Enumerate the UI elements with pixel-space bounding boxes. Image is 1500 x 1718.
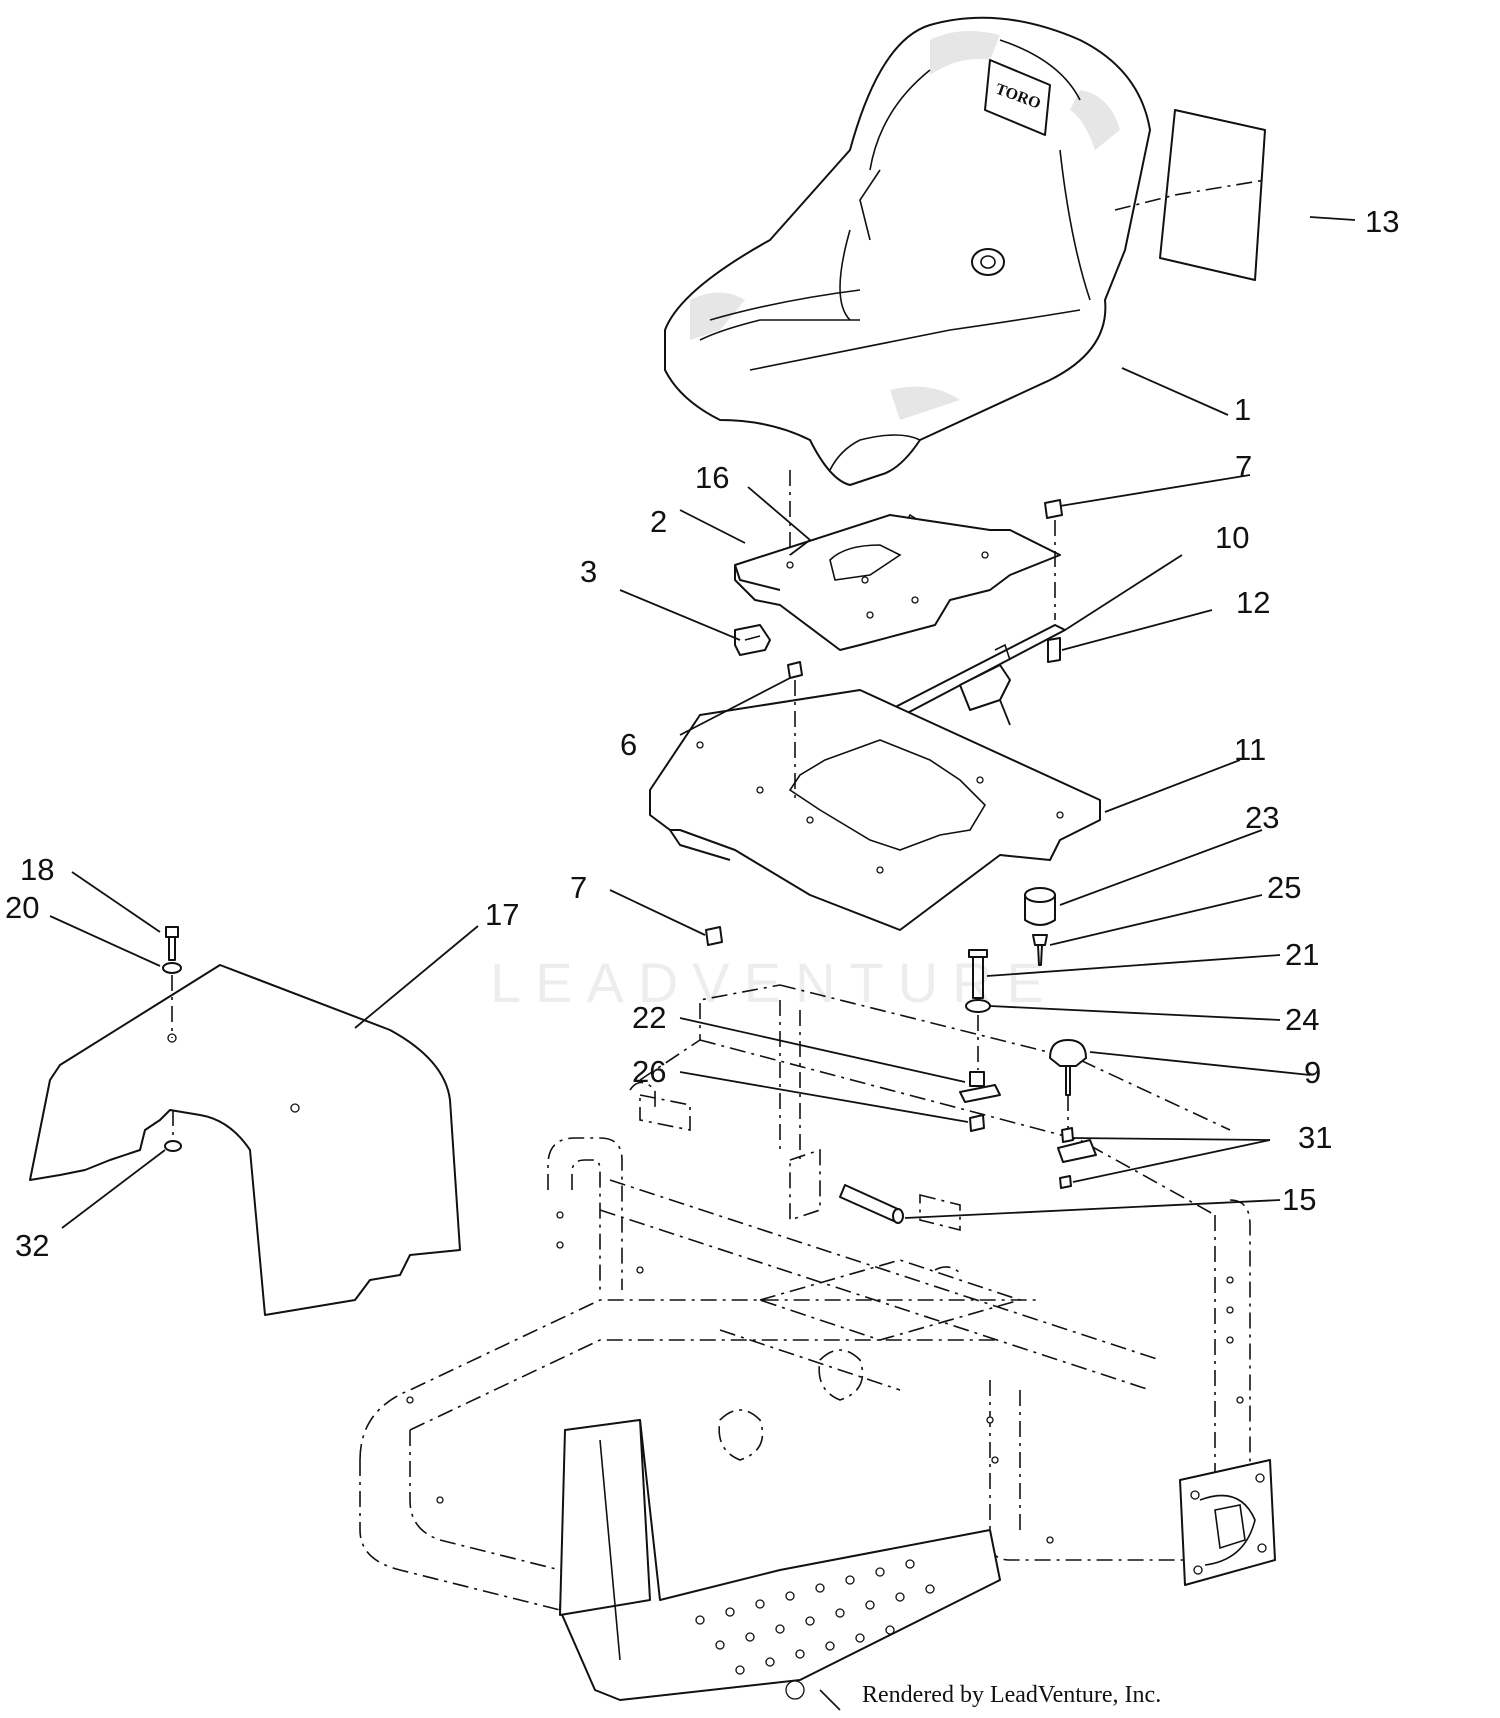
callouts: 1 2 3 6 7 7 9 10 11 12 13 15 16 17 18 20…	[5, 204, 1399, 1263]
pin-15	[839, 1184, 904, 1224]
frame-holes	[406, 1211, 1244, 1544]
callout-6: 6	[620, 727, 637, 762]
watermark: LEADVENTURE	[490, 951, 1058, 1014]
callout-21: 21	[1285, 937, 1319, 972]
callout-9: 9	[1304, 1055, 1321, 1090]
callout-26: 26	[632, 1054, 666, 1089]
callout-22: 22	[632, 1000, 666, 1035]
seat: TORO	[664, 16, 1151, 486]
callout-24: 24	[1285, 1002, 1319, 1037]
callout-1: 1	[1234, 392, 1251, 427]
callout-15: 15	[1282, 1182, 1316, 1217]
knob-9	[1049, 1039, 1087, 1096]
callout-16: 16	[695, 460, 729, 495]
nut-7-lower	[705, 926, 723, 946]
callout-7-upper: 7	[1235, 449, 1252, 484]
callout-31: 31	[1298, 1120, 1332, 1155]
seat-logo-plate	[984, 59, 1051, 136]
callout-20: 20	[5, 890, 39, 925]
shroud	[29, 964, 461, 1316]
callout-32: 32	[15, 1228, 49, 1263]
foot-plate-holes	[695, 1559, 935, 1675]
seat-mount-plate	[649, 689, 1101, 931]
screw-25	[1032, 934, 1048, 966]
callout-11: 11	[1234, 732, 1266, 767]
nut-32	[164, 1140, 182, 1152]
nut-7-upper	[1044, 499, 1063, 519]
decal	[1159, 109, 1266, 281]
seat-plate	[734, 514, 1061, 651]
callout-10: 10	[1215, 520, 1249, 555]
callout-25: 25	[1267, 870, 1301, 905]
footer-credit: Rendered by LeadVenture, Inc.	[862, 1682, 1162, 1708]
bolt-18	[165, 926, 179, 961]
callout-12: 12	[1236, 585, 1270, 620]
bumper-23	[1024, 887, 1056, 926]
callout-3: 3	[580, 554, 597, 589]
bracket-31	[1057, 1127, 1097, 1189]
callout-18: 18	[20, 852, 54, 887]
nut-26	[969, 1114, 985, 1132]
nut-6	[787, 661, 803, 679]
seat-clip	[734, 624, 771, 656]
frame-assembly	[359, 984, 1251, 1621]
bolt-21	[968, 949, 988, 999]
bolt-12	[1047, 637, 1061, 663]
callout-23: 23	[1245, 800, 1279, 835]
transmission-housing	[1179, 1459, 1276, 1586]
seat-switch-knob	[971, 248, 1005, 276]
callout-7-lower: 7	[570, 870, 587, 905]
leader-lines	[49, 216, 1356, 1229]
callout-13: 13	[1365, 204, 1399, 239]
foot-plate	[559, 1419, 1001, 1711]
callout-17: 17	[485, 897, 519, 932]
callout-2: 2	[650, 504, 667, 539]
washer-20	[162, 962, 182, 974]
spacer-22	[959, 1071, 1001, 1103]
